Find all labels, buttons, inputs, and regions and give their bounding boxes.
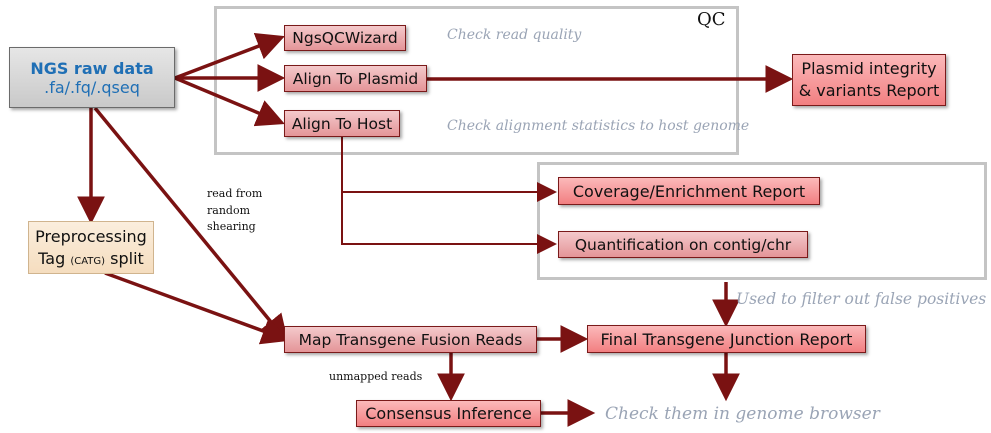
ngs-raw-data-formats: .fa/.fq/.qseq (44, 77, 140, 97)
preprocessing-split-label: split (105, 248, 144, 268)
edge-label-unmapped-reads: unmapped reads (329, 370, 423, 383)
note-check-alignment: Check alignment statistics to host genom… (447, 118, 750, 134)
edge-source-to-ngsqc (174, 33, 285, 80)
edge-source-to-map-fusion (93, 106, 289, 344)
edge-label-random-shearing-line3: shearing (207, 220, 256, 233)
preprocessing-line1: Preprocessing (35, 226, 147, 246)
quantification-node[interactable]: Quantification on contig/chr (558, 231, 808, 258)
preprocessing-node[interactable]: Preprocessing Tag (CATG) split (28, 221, 154, 274)
edge-label-random-shearing-line2: random (207, 203, 250, 217)
consensus-inference-node[interactable]: Consensus Inference (356, 400, 541, 427)
align-to-plasmid-node[interactable]: Align To Plasmid (284, 65, 427, 92)
edge-label-random-shearing: read from random shearing (207, 186, 262, 236)
coverage-report-node[interactable]: Coverage/Enrichment Report (558, 177, 820, 205)
report-group-frame (537, 162, 987, 280)
ngs-raw-data-node[interactable]: NGS raw data .fa/.fq/.qseq (9, 47, 175, 108)
note-check-read-quality: Check read quality (447, 27, 582, 43)
final-junction-report-node[interactable]: Final Transgene Junction Report (587, 325, 866, 353)
ngs-raw-data-title: NGS raw data (30, 58, 154, 78)
plasmid-report-node[interactable]: Plasmid integrity & variants Report (792, 54, 946, 106)
edge-source-to-align-host (174, 76, 285, 127)
note-filter-false-positives: Used to filter out false positives (736, 290, 987, 308)
edge-preprocessing-to-map-fusion (104, 271, 290, 345)
preprocessing-tag-label: Tag (38, 248, 71, 268)
plasmid-report-line1: Plasmid integrity (801, 58, 937, 78)
preprocessing-line2: Tag (CATG) split (38, 248, 144, 270)
map-transgene-fusion-node[interactable]: Map Transgene Fusion Reads (284, 326, 537, 353)
edge-align-host-to-quantification (341, 137, 557, 254)
preprocessing-tag-sequence: (CATG) (70, 255, 106, 267)
align-to-host-node[interactable]: Align To Host (284, 110, 400, 137)
edge-label-random-shearing-line1: read from (207, 187, 263, 200)
qc-group-label: QC (697, 9, 726, 30)
edge-align-host-to-coverage (341, 137, 557, 202)
note-genome-browser: Check them in genome browser (605, 404, 880, 424)
plasmid-report-line2: & variants Report (798, 81, 940, 100)
ngsqcwizard-node[interactable]: NgsQCWizard (284, 25, 406, 51)
